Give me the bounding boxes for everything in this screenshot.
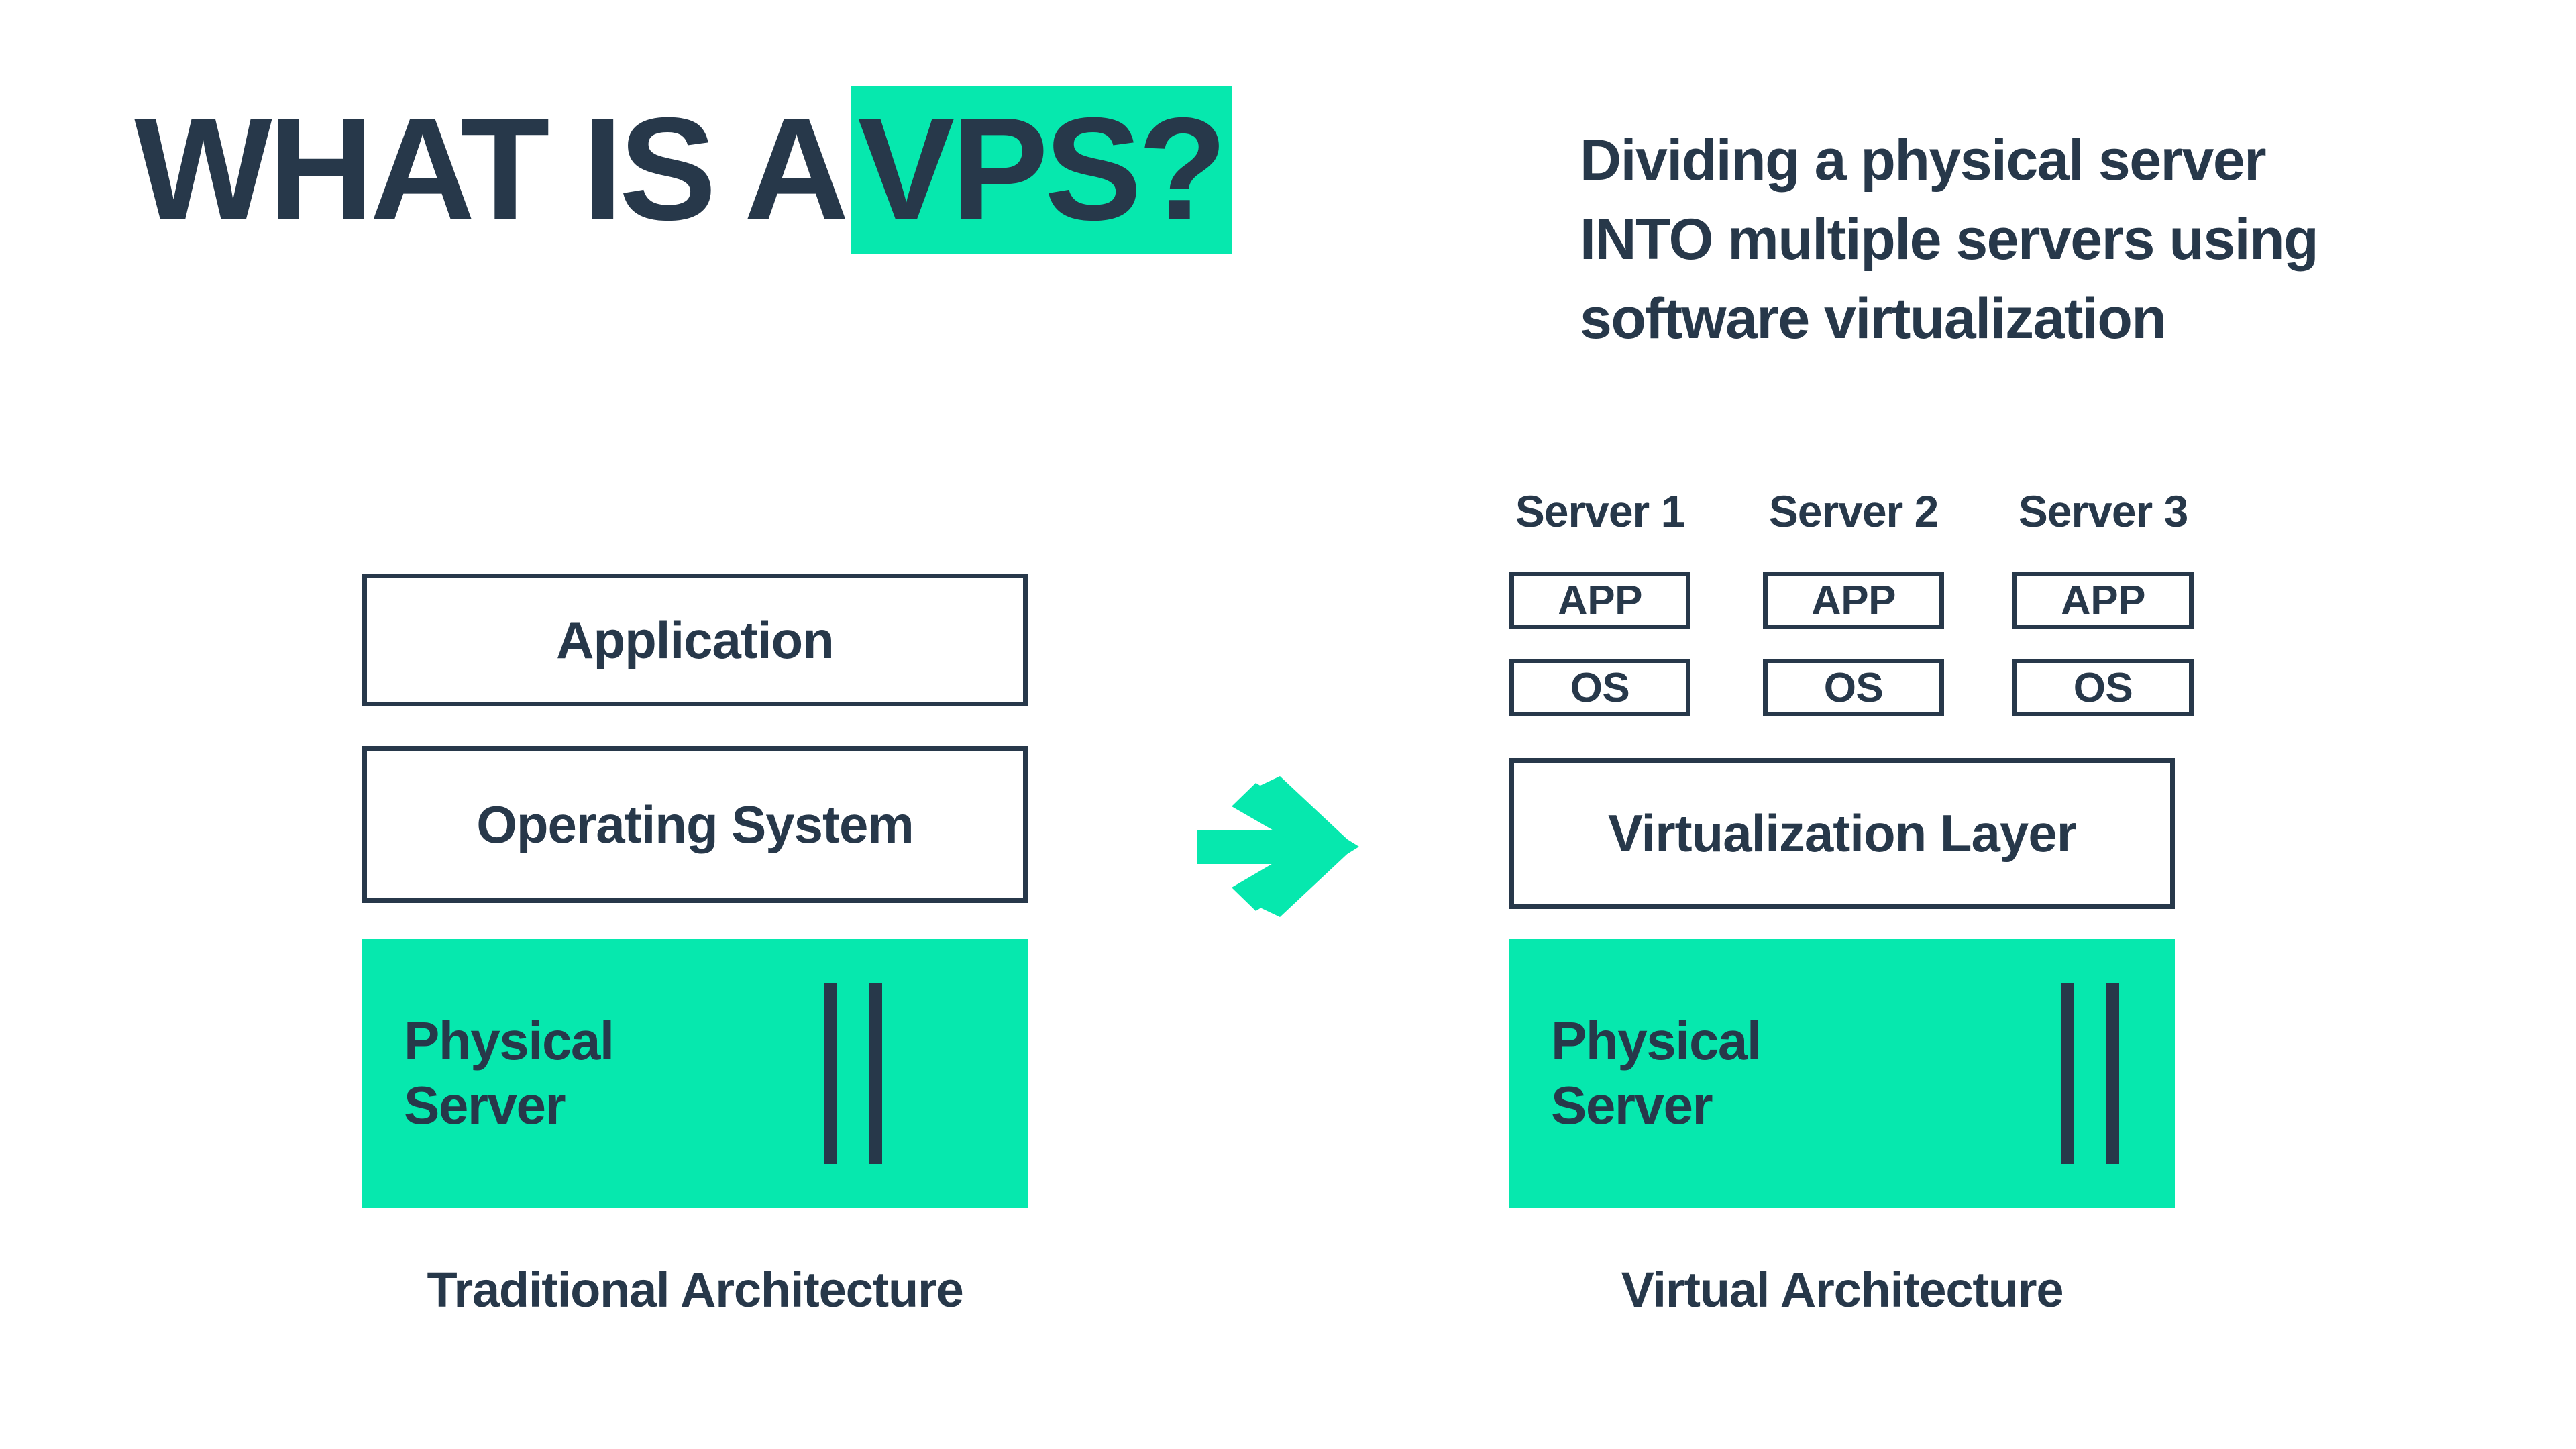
server-rack-bar — [824, 983, 837, 1164]
server-1-os-box: OS — [1509, 659, 1690, 716]
virtual-physical-server-block: Physical Server — [1509, 939, 2175, 1208]
traditional-physical-server-line-1: Physical — [404, 1011, 614, 1071]
server-3-app-label: APP — [2061, 577, 2145, 624]
server-rack-icon — [824, 983, 882, 1164]
server-2-app-box: APP — [1763, 572, 1944, 629]
traditional-physical-server-line-2: Server — [404, 1075, 566, 1135]
server-2-os-box: OS — [1763, 659, 1944, 716]
server-1-app-box: APP — [1509, 572, 1690, 629]
page-title-plain: WHAT IS A — [134, 88, 849, 251]
server-column-label-1: Server 1 — [1515, 486, 1686, 536]
server-column-label-3: Server 3 — [2018, 486, 2189, 536]
server-rack-bar — [2106, 983, 2119, 1164]
page-subtitle: Dividing a physical server INTO multiple… — [1580, 121, 2519, 358]
subtitle-line-1: Dividing a physical server — [1580, 128, 2267, 193]
subtitle-line-3: software virtualization — [1580, 286, 2167, 351]
traditional-architecture-caption: Traditional Architecture — [427, 1262, 963, 1318]
virtualization-layer-label: Virtualization Layer — [1607, 804, 2077, 863]
traditional-layer-application: Application — [362, 574, 1028, 706]
server-1-app-label: APP — [1558, 577, 1642, 624]
server-3-os-box: OS — [2012, 659, 2194, 716]
virtual-physical-server-line-1: Physical — [1551, 1011, 1762, 1071]
virtual-physical-server-line-2: Server — [1551, 1075, 1713, 1135]
page-title-highlight: VPS? — [851, 86, 1233, 254]
server-rack-icon — [2061, 983, 2119, 1164]
traditional-physical-server-block: Physical Server — [362, 939, 1028, 1208]
server-2-app-label: APP — [1811, 577, 1896, 624]
arrow-right-icon — [1194, 775, 1362, 919]
server-2-os-label: OS — [1823, 664, 1884, 711]
server-rack-bar — [2061, 983, 2074, 1164]
traditional-layer-application-label: Application — [556, 610, 835, 669]
page-title: WHAT IS AVPS? — [134, 86, 1233, 254]
server-3-os-label: OS — [2073, 664, 2133, 711]
virtualization-layer-box: Virtualization Layer — [1509, 758, 2175, 909]
traditional-layer-operating-system-label: Operating System — [476, 794, 914, 854]
virtual-physical-server-label: Physical Server — [1551, 1009, 1762, 1138]
subtitle-line-2: INTO multiple servers using — [1580, 207, 2319, 272]
server-column-label-2: Server 2 — [1768, 486, 1939, 536]
virtual-architecture-caption: Virtual Architecture — [1621, 1262, 2064, 1318]
traditional-layer-operating-system: Operating System — [362, 746, 1028, 903]
server-1-os-label: OS — [1570, 664, 1630, 711]
server-3-app-box: APP — [2012, 572, 2194, 629]
traditional-physical-server-label: Physical Server — [404, 1009, 614, 1138]
server-rack-bar — [869, 983, 882, 1164]
